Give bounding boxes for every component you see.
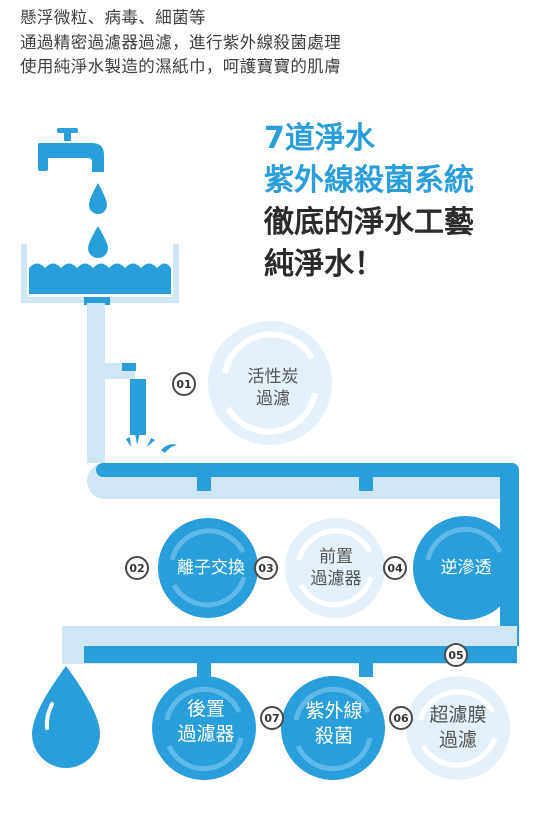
stage-label-line: 紫外線 bbox=[305, 700, 363, 722]
stage-circle-01 bbox=[208, 321, 332, 445]
stage-label-line: 殺菌 bbox=[314, 725, 354, 747]
stage-circle-06 bbox=[281, 676, 385, 780]
water-drop-icon bbox=[89, 183, 107, 214]
stage-07-label: 後置 過濾器 bbox=[177, 697, 234, 747]
intro-line: 懸浮微粒、病毒、細菌等 bbox=[20, 8, 206, 27]
stage-02-label: 離子交換 bbox=[177, 557, 245, 579]
headline: 7道淨水 紫外線殺菌系統 徹底的淨水工藝 純淨水！ bbox=[264, 118, 534, 286]
water-drop-icon bbox=[88, 226, 108, 258]
stage-number-badge: 02 bbox=[125, 556, 149, 580]
stage-04-label: 逆滲透 bbox=[441, 557, 492, 579]
stage-label-line: 後置 bbox=[186, 698, 226, 720]
stage-number-badge: 04 bbox=[383, 556, 407, 580]
intro-text: 懸浮微粒、病毒、細菌等 通過精密過濾器過濾，進行紫外線殺菌處理 使用純淨水製造的… bbox=[20, 6, 530, 80]
intro-line: 使用純淨水製造的濕紙巾，呵護寶寶的肌膚 bbox=[20, 57, 342, 76]
stage-05-label: 超濾膜 過濾 bbox=[429, 703, 486, 753]
stage-number-badge: 03 bbox=[254, 556, 278, 580]
stage-label-line: 前置 bbox=[319, 547, 353, 567]
pipe-system bbox=[62, 297, 519, 677]
stage-label-line: 離子交換 bbox=[177, 558, 245, 578]
stage-number-badge: 07 bbox=[260, 706, 284, 730]
stage-circle-07 bbox=[152, 676, 256, 780]
headline-line-1: 7道淨水 bbox=[264, 121, 375, 156]
stage-number-badge: 06 bbox=[389, 706, 413, 730]
stage-label-line: 過濾 bbox=[438, 729, 478, 751]
stage-01-label: 活性炭 過濾 bbox=[248, 366, 299, 410]
headline-line-4: 純淨水！ bbox=[264, 247, 384, 282]
stage-circle-02 bbox=[158, 518, 258, 618]
stage-label-line: 過濾 bbox=[256, 389, 290, 409]
stage-03-label: 前置 過濾器 bbox=[311, 546, 362, 590]
intro-line: 通過精密過濾器過濾，進行紫外線殺菌處理 bbox=[20, 32, 342, 52]
stage-label-line: 過濾器 bbox=[310, 569, 362, 589]
stage-label-line: 過濾器 bbox=[177, 723, 235, 745]
headline-line-2: 紫外線殺菌系統 bbox=[264, 163, 474, 198]
large-water-drop-icon bbox=[32, 666, 100, 768]
faucet-icon bbox=[38, 128, 104, 172]
stage-circle-05 bbox=[406, 676, 510, 780]
stage-number-badge: 05 bbox=[444, 643, 468, 667]
stage-06-label: 紫外線 殺菌 bbox=[305, 699, 362, 749]
stage-label-line: 活性炭 bbox=[247, 367, 299, 387]
stage-number-badge: 01 bbox=[172, 372, 196, 396]
stage-label-line: 逆滲透 bbox=[440, 558, 492, 578]
headline-line-3: 徹底的淨水工藝 bbox=[264, 205, 474, 240]
stage-circle-03 bbox=[285, 518, 385, 618]
stage-circle-04 bbox=[413, 516, 517, 620]
stage-label-line: 超濾膜 bbox=[429, 704, 487, 726]
